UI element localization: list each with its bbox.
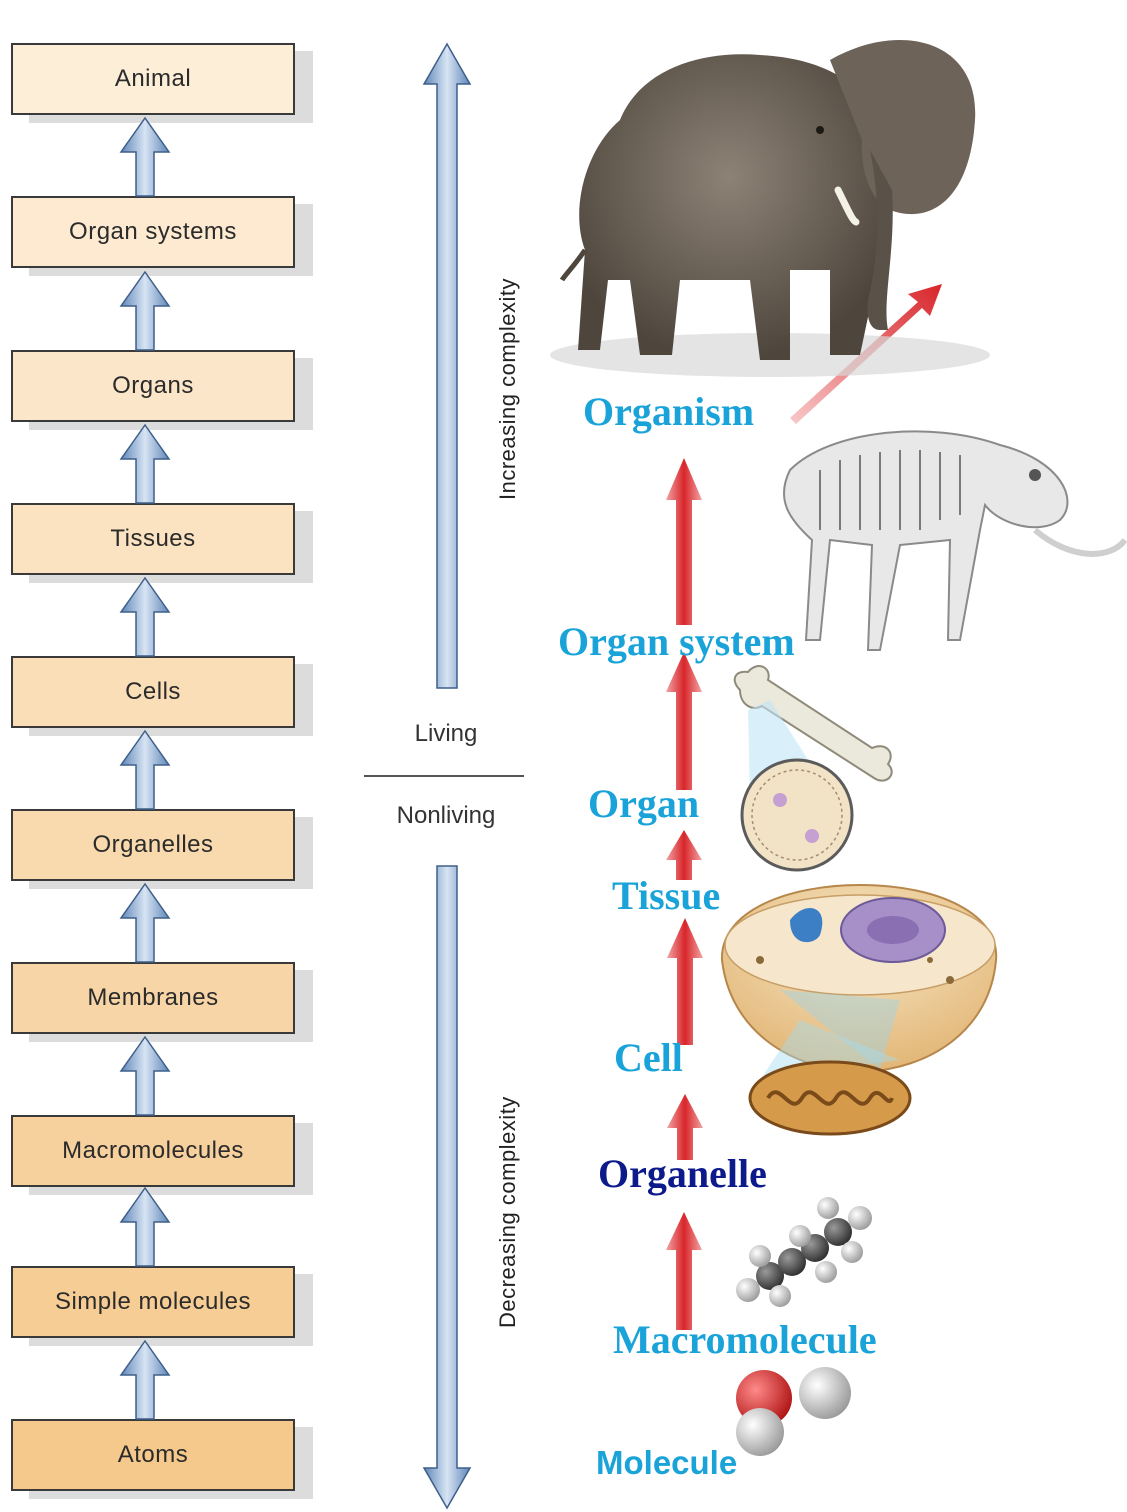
up-arrow-9	[121, 1341, 169, 1419]
red-arrow-organ	[666, 652, 702, 790]
decreasing-complexity-arrow	[424, 866, 470, 1508]
water-molecule-illustration	[736, 1367, 851, 1456]
level-organism: Organism	[583, 388, 754, 435]
living-nonliving-divider	[364, 775, 524, 777]
up-arrow-6	[121, 884, 169, 962]
level-tissue: Tissue	[612, 872, 720, 919]
level-organ: Organ	[588, 780, 699, 827]
up-arrow-3	[121, 425, 169, 503]
increasing-complexity-label: Increasing complexity	[495, 278, 521, 500]
up-arrow-1	[121, 118, 169, 196]
macromolecule-illustration	[736, 1197, 872, 1307]
up-arrow-5	[121, 731, 169, 809]
up-arrow-4	[121, 578, 169, 656]
level-molecule: Molecule	[596, 1444, 737, 1482]
bone-illustration	[735, 666, 892, 870]
red-arrow-organ-system	[666, 458, 702, 625]
level-organ-system: Organ system	[558, 618, 795, 665]
red-arrow-molecule	[666, 1212, 702, 1330]
decreasing-complexity-label: Decreasing complexity	[495, 1096, 521, 1328]
skeleton-illustration	[784, 431, 1125, 650]
up-arrow-7	[121, 1037, 169, 1115]
level-macromolecule: Macromolecule	[613, 1316, 877, 1363]
elephant-illustration	[550, 40, 990, 377]
up-arrow-2	[121, 272, 169, 350]
increasing-complexity-arrow	[424, 44, 470, 688]
level-cell: Cell	[614, 1034, 683, 1081]
hierarchy-arrows	[121, 118, 169, 1419]
living-label: Living	[346, 720, 546, 748]
nonliving-label: Nonliving	[346, 802, 546, 830]
red-arrow-cell	[667, 918, 703, 1045]
level-organelle: Organelle	[598, 1150, 767, 1197]
up-arrow-8	[121, 1188, 169, 1266]
